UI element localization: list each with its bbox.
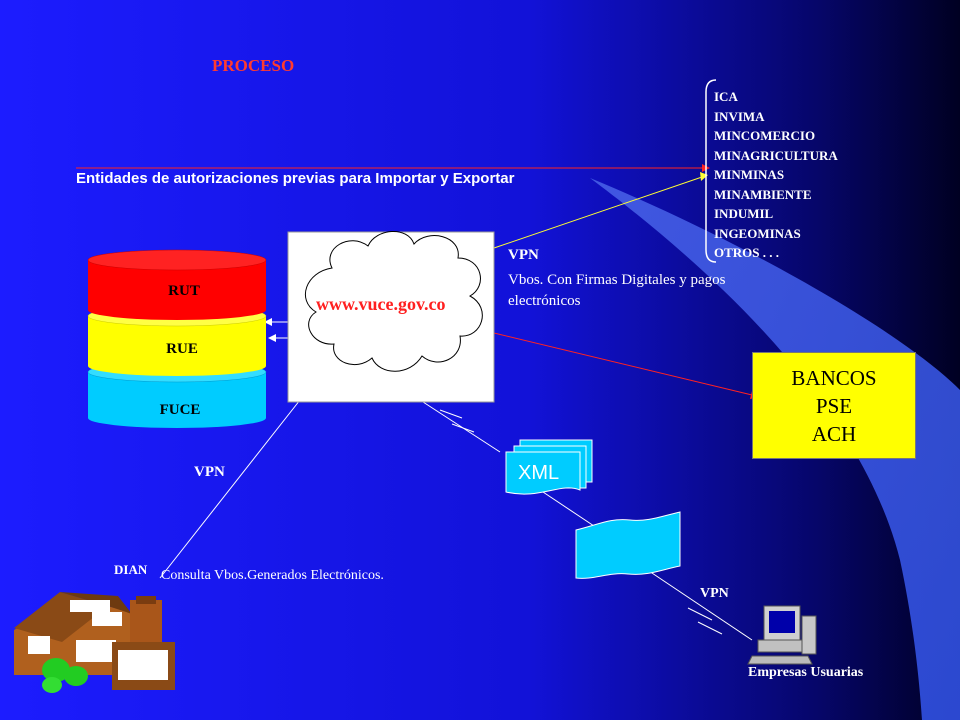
- entity-item: INDUMIL: [714, 206, 774, 221]
- vpn-left-label: VPN: [194, 464, 225, 480]
- fuce-label: FUCE: [160, 402, 201, 418]
- banks-item: PSE: [815, 393, 853, 418]
- tick-3: [687, 607, 713, 621]
- entity-item: ICA: [714, 89, 738, 104]
- tick-2: [451, 423, 475, 433]
- dian-building-icon: [14, 592, 175, 693]
- vpn-top-label: VPN: [508, 247, 539, 263]
- empresas-label: Empresas Usuarias: [748, 665, 864, 680]
- vpn-line-dian: [159, 399, 301, 579]
- entity-item: MINAGRICULTURA: [714, 147, 838, 163]
- entities-bracket: [705, 79, 717, 263]
- db-arrow-2: [268, 334, 276, 342]
- vpn-bottom-label: VPN: [700, 586, 729, 601]
- line-to-banks: [493, 332, 753, 396]
- line-doc-to-pc: [639, 564, 753, 641]
- tick-4: [697, 621, 723, 635]
- tick-1: [439, 409, 463, 419]
- cloud-icon: [304, 231, 483, 372]
- page-title: PROCESO: [212, 56, 295, 75]
- banks-item: ACH: [811, 421, 857, 446]
- vuce-url: www.vuce.gov.co: [316, 294, 446, 314]
- banks-item: BANCOS: [791, 365, 877, 390]
- line-to-xml: [419, 399, 501, 453]
- entity-item: MINMINAS: [714, 167, 785, 182]
- banks-box: BANCOS PSE ACH: [752, 352, 916, 459]
- database-stack: FUCE RUE RUT: [87, 249, 267, 428]
- xml-label: XML: [518, 462, 559, 484]
- entity-item: OTROS . . .: [714, 245, 780, 260]
- vpn-line-to-entities: [493, 176, 703, 249]
- vbos-text: Vbos. Con Firmas Digitales y pagos elect…: [508, 272, 726, 309]
- db-arrow-1: [264, 318, 272, 326]
- dian-label: DIAN: [114, 562, 148, 577]
- entity-item: MINAMBIENTE: [714, 186, 812, 202]
- computer-icon: [747, 605, 817, 665]
- line-xml-to-doc: [539, 489, 601, 531]
- entities-label: Entidades de autorizaciones previas para…: [76, 170, 515, 187]
- rut-cylinder: RUT: [87, 249, 267, 320]
- rue-label: RUE: [166, 341, 198, 357]
- consulta-text: Consulta Vbos.Generados Electrónicos.: [161, 568, 384, 583]
- rut-label: RUT: [168, 283, 200, 299]
- xml-documents-icon: XML: [505, 439, 593, 495]
- entity-item: INVIMA: [714, 108, 765, 124]
- entity-item: MINCOMERCIO: [714, 128, 816, 143]
- entity-item: INGEOMINAS: [714, 225, 801, 241]
- document-icon: [575, 511, 681, 579]
- entities-list: ICA INVIMA MINCOMERCIO MINAGRICULTURA MI…: [714, 87, 838, 263]
